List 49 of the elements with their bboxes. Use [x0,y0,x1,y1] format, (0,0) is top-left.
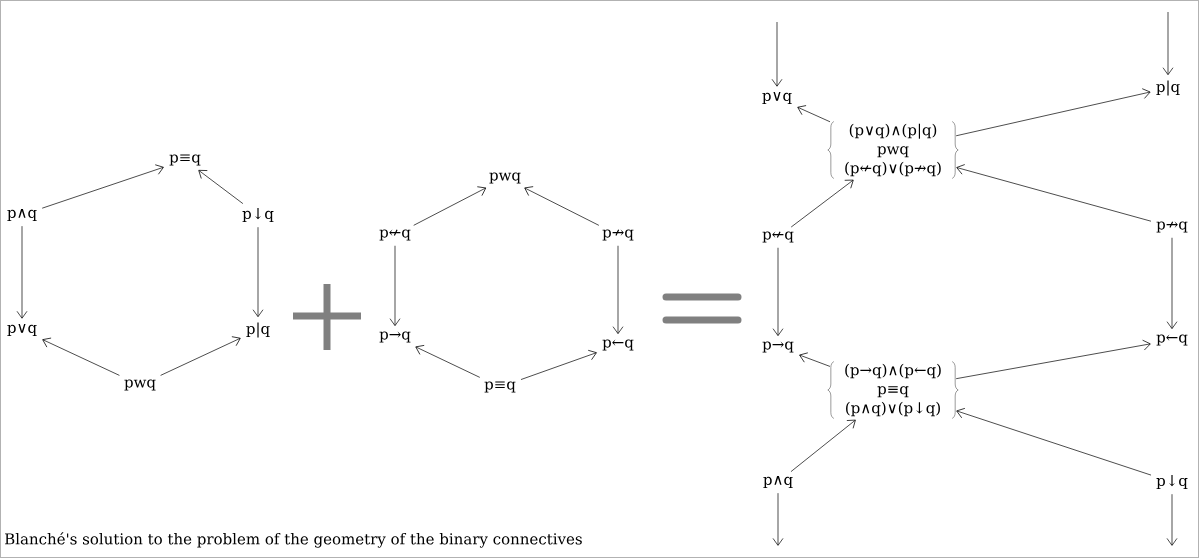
arrow [1166,237,1178,329]
arrow [42,337,120,376]
arrow [797,105,831,123]
formula-label: p→q [762,341,794,353]
formula-label: p∧q [7,209,37,221]
formula-label: p|q [1156,80,1180,96]
arrow [1166,493,1178,546]
arrow [16,225,28,319]
arrow [772,247,784,336]
arrow [790,179,854,228]
formula-label: p↛q [602,229,634,241]
caption: Blanché's solution to the problem of the geometry of the binary connectives [5,532,582,548]
arrow [413,186,487,226]
formula-label: p↓q [242,208,274,222]
formula-label: p↚q [379,229,411,241]
arrow [799,352,831,367]
brace-group: (p→q)∧(p←q) p≡q (p∧q)∨(p↓q) [827,361,959,419]
arrow [415,345,481,378]
arrow [520,349,597,380]
formula-label: p∨q [7,324,37,336]
formula-label: p←q [1156,334,1188,346]
brace-group: (p∨q)∧(p|q) pwq (p↚q)∨(p↛q) [827,121,959,179]
arrow [524,186,600,226]
arrow [612,245,624,334]
formula-label: p≡q [169,154,201,166]
arrow [252,226,264,318]
formula-label: p|q [246,322,270,338]
arrow [41,164,164,209]
formula-label: p→q [379,331,411,343]
formula-label: p≡q [484,381,516,393]
arrow [771,21,783,87]
arrow [198,170,244,204]
arrow [955,88,1151,137]
arrow [389,245,401,326]
formula-label: pwq [124,379,156,391]
formula-label: p↓q [1156,475,1188,489]
arrow [160,336,241,376]
arrow [1162,11,1174,76]
arrow [956,164,1152,222]
formula-label: p←q [602,339,634,351]
formula-label: p↛q [1156,221,1188,233]
formula-label: p∧q [763,476,793,488]
formula-label: p∨q [762,92,792,104]
formula-label: pwq [489,172,521,184]
formula-label: p↚q [762,231,794,243]
arrow [790,419,856,472]
arrow [772,492,784,546]
arrow [956,408,1152,476]
arrow [955,339,1151,380]
